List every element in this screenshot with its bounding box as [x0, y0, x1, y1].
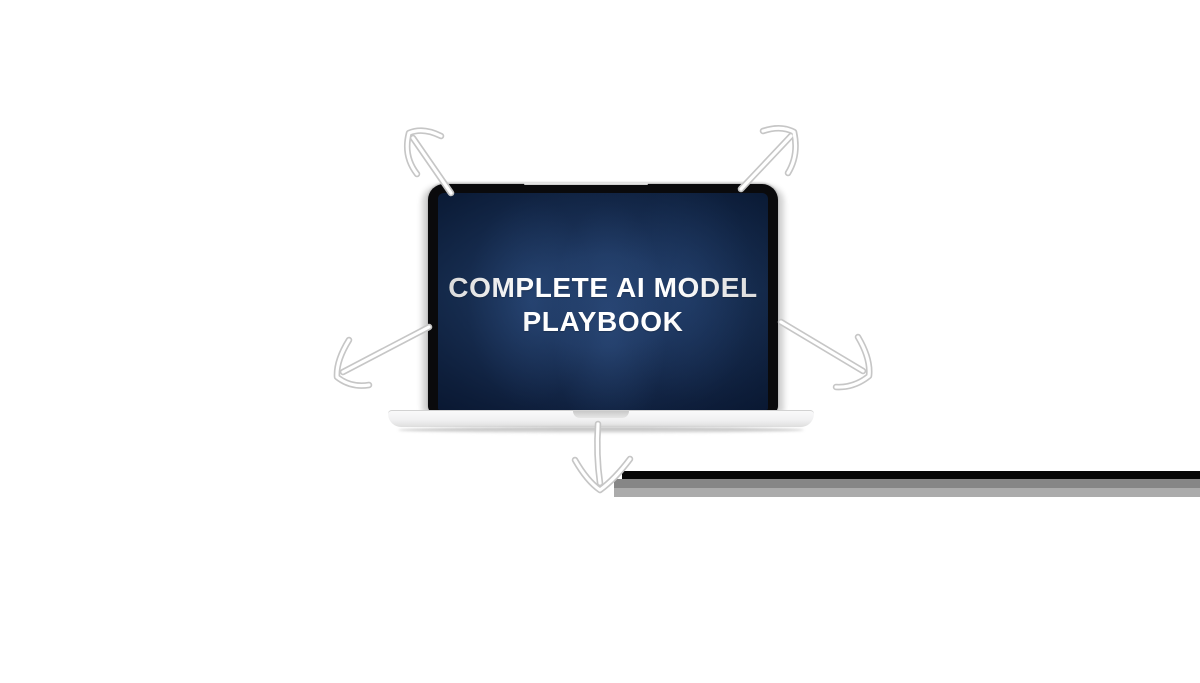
arrow-up-right-icon: [737, 125, 799, 193]
laptop-hinge-notch: [573, 411, 629, 418]
arrow-down-right-icon: [777, 318, 873, 391]
arrow-down-left-icon: [333, 323, 433, 389]
screen-heading-line2: PLAYBOOK: [522, 305, 684, 337]
divider-band-gray: [614, 479, 1200, 488]
laptop-screen: COMPLETE AI MODEL PLAYBOOK: [438, 193, 768, 410]
laptop-base: [388, 410, 814, 427]
screen-heading: COMPLETE AI MODEL PLAYBOOK: [448, 265, 757, 339]
laptop-base-shadow: [398, 427, 804, 433]
divider-band-black: [622, 471, 1200, 479]
laptop-lid-highlight: [524, 183, 648, 185]
screen-heading-line1: COMPLETE AI MODEL: [448, 271, 758, 303]
laptop-mockup: COMPLETE AI MODEL PLAYBOOK: [428, 183, 778, 414]
divider-band-light-gray: [614, 488, 1200, 497]
